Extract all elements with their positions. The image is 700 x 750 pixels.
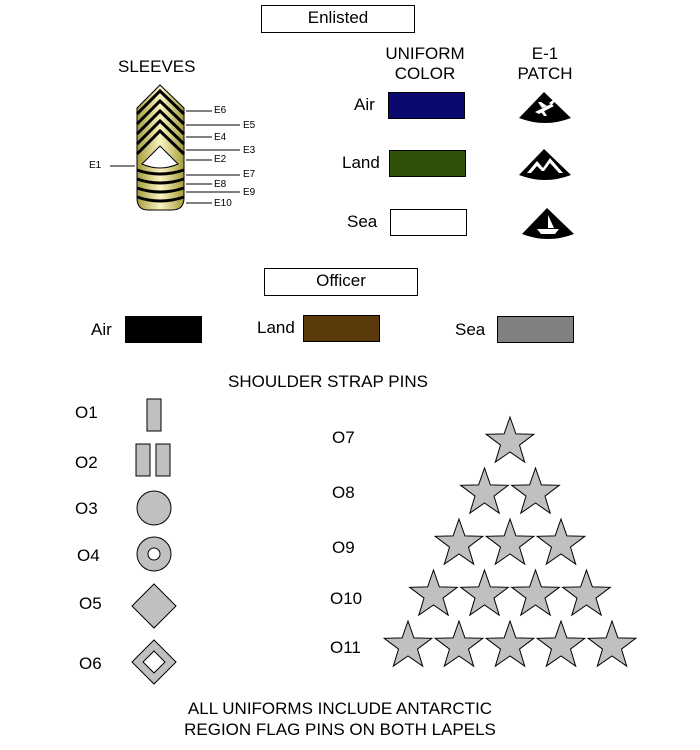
boat-patch-icon [522, 208, 574, 239]
officer-air-label: Air [91, 320, 112, 339]
star-pin-icon [535, 517, 587, 566]
officer-air-swatch [125, 316, 202, 343]
star-pins-field [382, 415, 638, 668]
rank-label-e3: E3 [243, 145, 256, 156]
star-pin-icon [382, 619, 434, 668]
rank-label-e4: E4 [214, 132, 227, 143]
pin-rank-o1: O1 [75, 403, 98, 422]
star-rank-o8: O8 [332, 483, 355, 502]
airplane-patch-icon [519, 92, 571, 123]
circle-pin-icon [136, 490, 172, 526]
enlisted-air-label: Air [354, 95, 375, 114]
double-bar-pin-icon [135, 443, 171, 477]
officer-sea-label: Sea [455, 320, 486, 339]
rank-label-e5: E5 [243, 120, 256, 131]
rank-label-e2: E2 [214, 154, 227, 165]
hollow-diamond-pin-icon [131, 639, 177, 685]
officer-land-swatch [303, 315, 380, 342]
rank-label-e8: E8 [214, 179, 227, 190]
rank-label-e6: E6 [214, 105, 227, 116]
uniform-color-title: UNIFORM COLOR [370, 44, 480, 84]
star-pin-icon [510, 568, 561, 617]
pin-rank-o2: O2 [75, 453, 98, 472]
star-pin-icon [433, 619, 485, 668]
footer-line1: ALL UNIFORMS INCLUDE ANTARCTIC [187, 699, 493, 718]
star-pin-icon [510, 466, 561, 515]
star-rank-o10: O10 [330, 589, 363, 608]
officer-title: Officer [264, 268, 418, 296]
rank-label-e9: E9 [243, 187, 256, 198]
enlisted-title: Enlisted [261, 5, 415, 33]
mountain-patch-icon [519, 149, 571, 180]
enlisted-air-swatch [388, 92, 465, 119]
patch-title-line1: E-1 [531, 44, 559, 63]
star-pin-icon [408, 568, 459, 617]
diamond-pin-icon [131, 583, 177, 629]
star-pin-icon [535, 619, 587, 668]
footer-line2: REGION FLAG PINS ON BOTH LAPELS [184, 720, 496, 739]
pin-rank-o6: O6 [79, 654, 102, 673]
star-pin-icon [459, 568, 510, 617]
uniform-color-title-line2: COLOR [394, 64, 456, 83]
star-pin-icon [484, 415, 536, 464]
shoulder-strap-pins-title: SHOULDER STRAP PINS [228, 372, 428, 391]
star-pin-icon [484, 619, 536, 668]
enlisted-sea-swatch [390, 209, 467, 236]
single-bar-pin-icon [146, 398, 162, 432]
officer-land-label: Land [257, 318, 295, 337]
star-pin-icon [484, 517, 536, 566]
sleeve-chevron-icon [110, 84, 240, 211]
star-pin-icon [459, 466, 510, 515]
star-pin-icon [586, 619, 638, 668]
patch-title-line2: PATCH [517, 64, 573, 83]
patch-title: E-1 PATCH [500, 44, 590, 84]
footer-note: ALL UNIFORMS INCLUDE ANTARCTIC REGION FL… [150, 698, 530, 740]
rank-label-e7: E7 [243, 169, 256, 180]
star-pin-icon [561, 568, 612, 617]
officer-sea-swatch [497, 316, 574, 343]
sleeves-title: SLEEVES [118, 57, 196, 76]
uniform-color-title-line1: UNIFORM [385, 44, 465, 63]
star-rank-o11: O11 [330, 638, 361, 657]
pin-rank-o3: O3 [75, 499, 98, 518]
star-rank-o9: O9 [332, 538, 355, 557]
enlisted-sea-label: Sea [347, 212, 378, 231]
rank-label-e10: E10 [214, 198, 232, 209]
rank-label-e1: E1 [89, 160, 102, 171]
pin-rank-o5: O5 [79, 594, 102, 613]
enlisted-land-label: Land [342, 153, 380, 172]
enlisted-land-swatch [389, 150, 466, 177]
pin-rank-o4: O4 [77, 546, 100, 565]
star-pin-icon [433, 517, 485, 566]
star-rank-o7: O7 [332, 428, 355, 447]
ring-pin-icon [136, 536, 172, 572]
